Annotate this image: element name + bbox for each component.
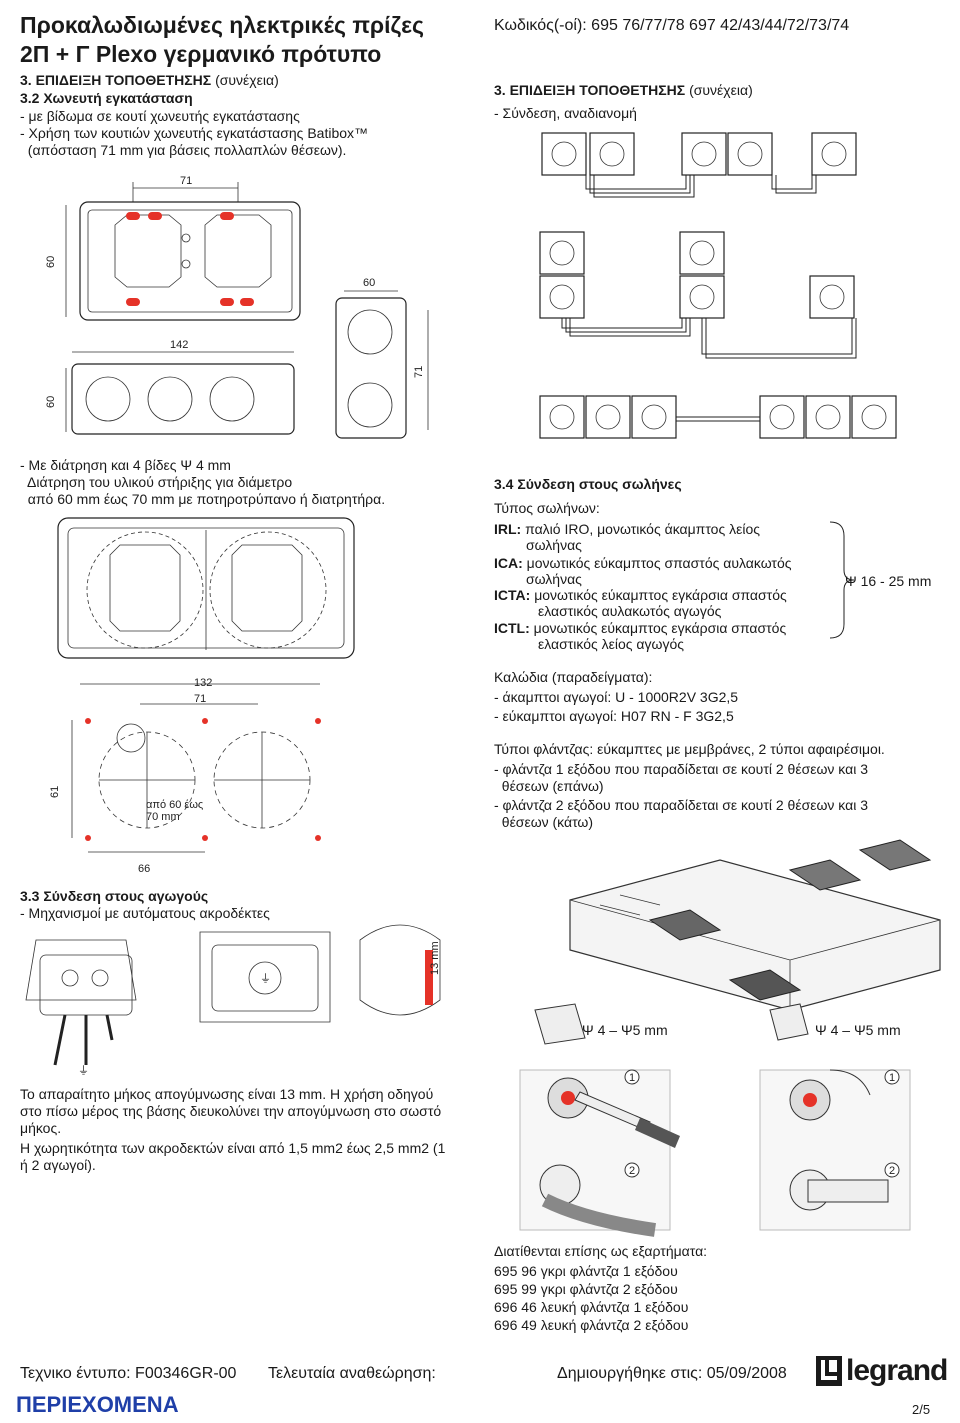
strip-line-2: στο πίσω μέρος της βάσης διευκολύνει την… xyxy=(20,1103,442,1119)
gland-line-3: θέσεων (επάνω) xyxy=(494,778,604,794)
sec32-line-1: - με βίδωμα σε κουτί χωνευτής εγκατάστασ… xyxy=(20,108,300,124)
left-section-heading: 3. ΕΠΙΔΕΙΞΗ ΤΟΠΟΘΕΤΗΣΗΣ (συνέχεια) xyxy=(20,72,279,89)
gland-line-5: θέσεων (κάτω) xyxy=(494,814,594,830)
sec32-line-3: (απόσταση 71 mm για βάσεις πολλαπλών θέσ… xyxy=(20,142,347,158)
dim-61: 61 xyxy=(49,786,61,798)
cable-flexible: - εύκαμπτοι αγωγοί: H07 RN - F 3G2,5 xyxy=(494,708,734,724)
strip-line-4: Η χωρητικότητα των ακροδεκτών είναι από … xyxy=(20,1140,446,1156)
accessories-title: Διατίθενται επίσης ως εξαρτήματα: xyxy=(494,1243,708,1259)
tube-code: IRL: xyxy=(494,521,522,537)
tube-desc: παλιό IRO, μονωτικός άκαμπτος λείος xyxy=(525,521,760,537)
flush-box-diagram: 71 60 60 71 142 60 xyxy=(45,175,429,439)
dim-60-top-vertical: 60 xyxy=(363,277,375,289)
strip-length-label: 13 mm xyxy=(429,941,441,975)
product-codes: Κωδικός(-οί): 695 76/77/78 697 42/43/44/… xyxy=(494,17,850,34)
step-1-right: 1 xyxy=(889,1072,895,1084)
section-title: 3. ΕΠΙΔΕΙΞΗ ΤΟΠΟΘΕΤΗΣΗΣ xyxy=(494,82,686,98)
section-title: 3. ΕΠΙΔΕΙΞΗ ΤΟΠΟΘΕΤΗΣΗΣ xyxy=(20,72,212,88)
tube-brace xyxy=(829,521,855,639)
dim-71-drill: 71 xyxy=(194,693,206,705)
tube-irl: IRL: παλιό IRO, μονωτικός άκαμπτος λείος xyxy=(494,521,760,538)
step-2-left: 2 xyxy=(629,1165,635,1177)
tube-ica-line2: σωλήνας xyxy=(526,571,582,587)
subsection-3-2-title: 3.2 Χωνευτή εγκατάσταση xyxy=(20,90,193,106)
tube-ica: ICA: μονωτικός εύκαμπτος σπαστός αυλακωτ… xyxy=(494,555,792,572)
legrand-logo: legrand xyxy=(816,1354,948,1388)
dim-60-three-gang: 60 xyxy=(45,396,57,408)
drill-range-line2: 70 mm xyxy=(146,811,180,823)
three-gang-box xyxy=(71,363,295,435)
gland-line-2: - φλάντζα 1 εξόδου που παραδίδεται σε κο… xyxy=(494,761,868,777)
right-sub: - Σύνδεση, αναδιανομή xyxy=(494,105,637,121)
redistribution-diagram xyxy=(539,132,897,439)
svg-text:⏚: ⏚ xyxy=(78,1064,89,1077)
dim-71-top: 71 xyxy=(180,175,192,187)
drill-line-3: από 60 mm έως 70 mm με ποτηροτρύπανο ή δ… xyxy=(20,491,386,507)
gland-line-4: - φλάντζα 2 εξόδου που παραδίδεται σε κο… xyxy=(494,797,868,813)
cables-title: Καλώδια (παραδείγματα): xyxy=(494,669,653,685)
doc-title-line1: Προκαλωδιωμένες ηλεκτρικές πρίζες xyxy=(20,12,425,38)
subsection-3-3-title: 3.3 Σύνδεση στους αγωγούς xyxy=(20,888,209,904)
strip-line-1: Το απαραίτητο μήκος απογύμνωσης είναι 13… xyxy=(20,1086,434,1102)
tube-icta: ICTA: μονωτικός εύκαμπτος εγκάρσια σπαστ… xyxy=(494,587,787,604)
page-number: 2/5 xyxy=(912,1402,931,1417)
dim-60-left: 60 xyxy=(45,256,57,268)
tube-code: ICTL: xyxy=(494,620,530,636)
drill-range-line1: από 60 έως xyxy=(146,799,203,811)
dim-132: 132 xyxy=(194,677,212,689)
dim-71-vertical: 71 xyxy=(413,366,425,378)
gland-line-1: Τύποι φλάντζας: εύκαμπτες με μεμβράνες, … xyxy=(494,741,885,757)
tube-irl-line2: σωλήνας xyxy=(526,537,582,553)
tube-icta-line2: ελαστικός αυλακωτός αγωγός xyxy=(538,603,722,619)
footer-revision: Τελευταία αναθεώρηση: xyxy=(268,1365,436,1382)
right-section-heading: 3. ΕΠΙΔΕΙΞΗ ΤΟΠΟΘΕΤΗΣΗΣ (συνέχεια) xyxy=(494,82,753,99)
svg-text:⏚: ⏚ xyxy=(260,972,271,985)
accessory-item: 695 96 γκρι φλάντζα 1 εξόδου xyxy=(494,1263,678,1279)
accessory-item: 695 99 γκρι φλάντζα 2 εξόδου xyxy=(494,1281,678,1297)
strip-line-3: μήκος. xyxy=(20,1120,62,1136)
tube-ictl-line2: ελαστικός λείος αγωγός xyxy=(538,636,684,652)
two-gang-box xyxy=(79,201,301,321)
section-cont: (συνέχεια) xyxy=(689,82,753,98)
tube-desc: μονωτικός εύκαμπτος εγκάρσια σπαστός xyxy=(534,587,787,603)
accessory-item: 696 46 λευκή φλάντζα 1 εξόδου xyxy=(494,1299,689,1315)
gland-diameter-right: Ψ 4 – Ψ5 mm xyxy=(815,1022,901,1038)
dim-142: 142 xyxy=(170,339,188,351)
tube-code: ICA: xyxy=(494,555,523,571)
step-2-right: 2 xyxy=(889,1165,895,1177)
tube-ictl: ICTL: μονωτικός εύκαμπτος εγκάρσια σπαστ… xyxy=(494,620,786,637)
gland-diameter-left: Ψ 4 – Ψ5 mm xyxy=(582,1022,668,1038)
drill-line-1: - Με διάτρηση και 4 βίδες Ψ 4 mm xyxy=(20,457,231,473)
tube-code: ICTA: xyxy=(494,587,531,603)
legrand-mark-icon xyxy=(816,1356,842,1386)
step-1-left: 1 xyxy=(629,1072,635,1084)
dim-66: 66 xyxy=(138,863,150,875)
tube-types-label: Τύπος σωλήνων: xyxy=(494,500,600,516)
accessory-item: 696 49 λευκή φλάντζα 2 εξόδου xyxy=(494,1317,689,1333)
doc-title-line2: 2Π + Γ Plexo γερμανικό πρότυπο xyxy=(20,41,382,67)
cable-rigid: - άκαμπτοι αγωγοί: U - 1000R2V 3G2,5 xyxy=(494,689,739,705)
subsection-3-4-title: 3.4 Σύνδεση στους σωλήνες xyxy=(494,476,682,492)
legrand-wordmark: legrand xyxy=(846,1354,948,1387)
contents-link[interactable]: ΠΕΡΙΕΧΟΜΕΝΑ xyxy=(16,1392,179,1417)
tube-diameter-range: Ψ 16 - 25 mm xyxy=(845,573,932,589)
two-gang-vertical-box xyxy=(335,297,407,439)
footer-created: Δημιουργήθηκε στις: 05/09/2008 xyxy=(557,1365,787,1382)
gland-removal-steps: 1 2 1 2 xyxy=(519,1069,911,1237)
tube-desc: μονωτικός εύκαμπτος σπαστός αυλακωτός xyxy=(526,555,792,571)
sec32-line-2: - Χρήση των κουτιών χωνευτής εγκατάσταση… xyxy=(20,125,369,141)
section-cont: (συνέχεια) xyxy=(215,72,279,88)
strip-line-5: ή 2 αγωγοί). xyxy=(20,1157,96,1173)
tube-desc: μονωτικός εύκαμπτος εγκάρσια σπαστός xyxy=(533,620,787,636)
footer-doc-number: Τεχνικο έντυπο: F00346GR-00 xyxy=(20,1365,237,1382)
drilling-diagram: 132 71 61 από 60 έως 70 mm 66 xyxy=(49,517,355,875)
drill-line-2: Διάτρηση του υλικού στήριξης για διάμετρ… xyxy=(20,474,293,490)
subsection-3-3-sub: - Μηχανισμοί με αυτόματους ακροδέκτες xyxy=(20,905,270,921)
gland-box-diagram xyxy=(534,839,941,1045)
terminal-connection-diagram: ⏚ ⏚ 13 mm xyxy=(25,924,441,1077)
